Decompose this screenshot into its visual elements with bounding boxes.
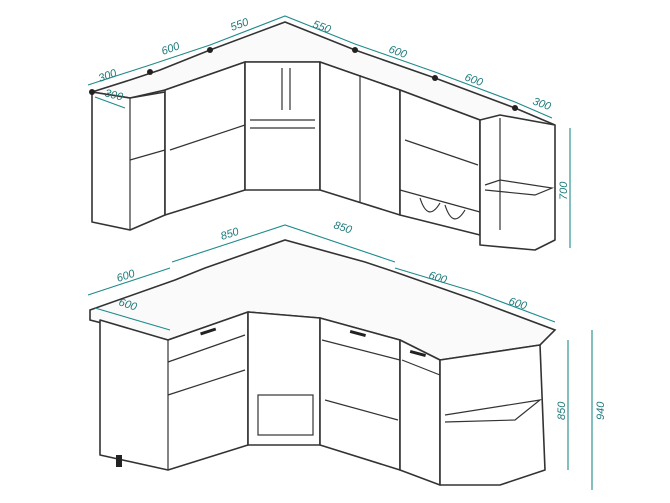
upper-cabinets [89, 21, 556, 251]
upper-height-label: 700 [558, 181, 570, 200]
lower-corner-cabinet [247, 311, 321, 446]
lower-left-width-label: 600 [117, 296, 139, 313]
lower-right-seg2-label: 600 [507, 295, 529, 312]
lower-corner-right-label: 850 [332, 219, 354, 236]
lower-right-seg1-label: 600 [427, 269, 449, 286]
lower-left-depth-label: 600 [115, 267, 137, 284]
total-height-label: 940 [595, 401, 607, 420]
upper-left-side-label: 300 [103, 87, 125, 104]
lower-drawer-cabinet [319, 317, 401, 471]
lower-end-corner-shelf [439, 344, 546, 486]
upper-left-depth-label: 300 [97, 67, 119, 85]
upper-corner-left-label: 550 [229, 16, 251, 34]
counter-height-label: 850 [556, 401, 568, 420]
lower-corner-left-label: 850 [219, 225, 241, 242]
dimension-lines [87, 15, 593, 490]
upper-seg2-label: 600 [387, 44, 409, 62]
lower-cabinets [89, 239, 557, 486]
upper-seg3-label: 600 [463, 72, 485, 90]
upper-left-narrow-cabinet [91, 91, 166, 231]
